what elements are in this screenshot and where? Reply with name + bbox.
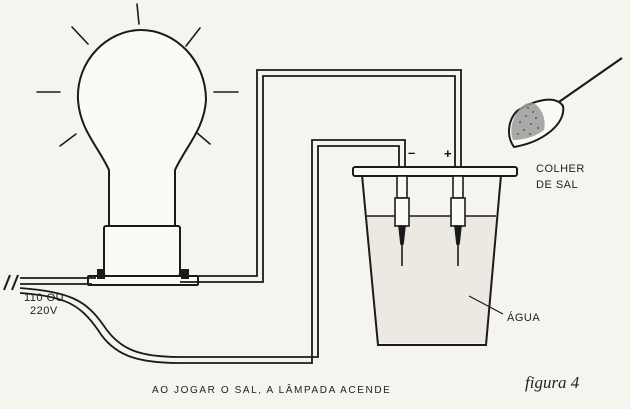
light-rays [36, 3, 239, 147]
water [366, 216, 497, 343]
electrode-negative [394, 175, 410, 266]
electrode-positive [450, 175, 466, 266]
voltage-label-line2: 220V [30, 305, 58, 317]
figure-number: figura 4 [525, 373, 580, 392]
lamp-bulb [76, 28, 208, 227]
lamp-socket [87, 225, 199, 286]
water-label: ÁGUA [507, 312, 541, 324]
spoon-label-line2: DE SAL [536, 179, 579, 191]
spoon-label-line1: COLHER [536, 163, 585, 175]
wires [19, 69, 462, 364]
salt-spoon-icon [508, 57, 623, 149]
supply-break-icon [3, 274, 19, 291]
positive-terminal-label: + [444, 146, 452, 161]
water-beaker [352, 166, 518, 346]
voltage-label-line1: 110 OU [24, 292, 65, 304]
negative-terminal-label: – [408, 145, 416, 160]
water-pointer [468, 295, 504, 315]
figure-caption: AO JOGAR O SAL, A LÂMPADA ACENDE [152, 385, 392, 396]
